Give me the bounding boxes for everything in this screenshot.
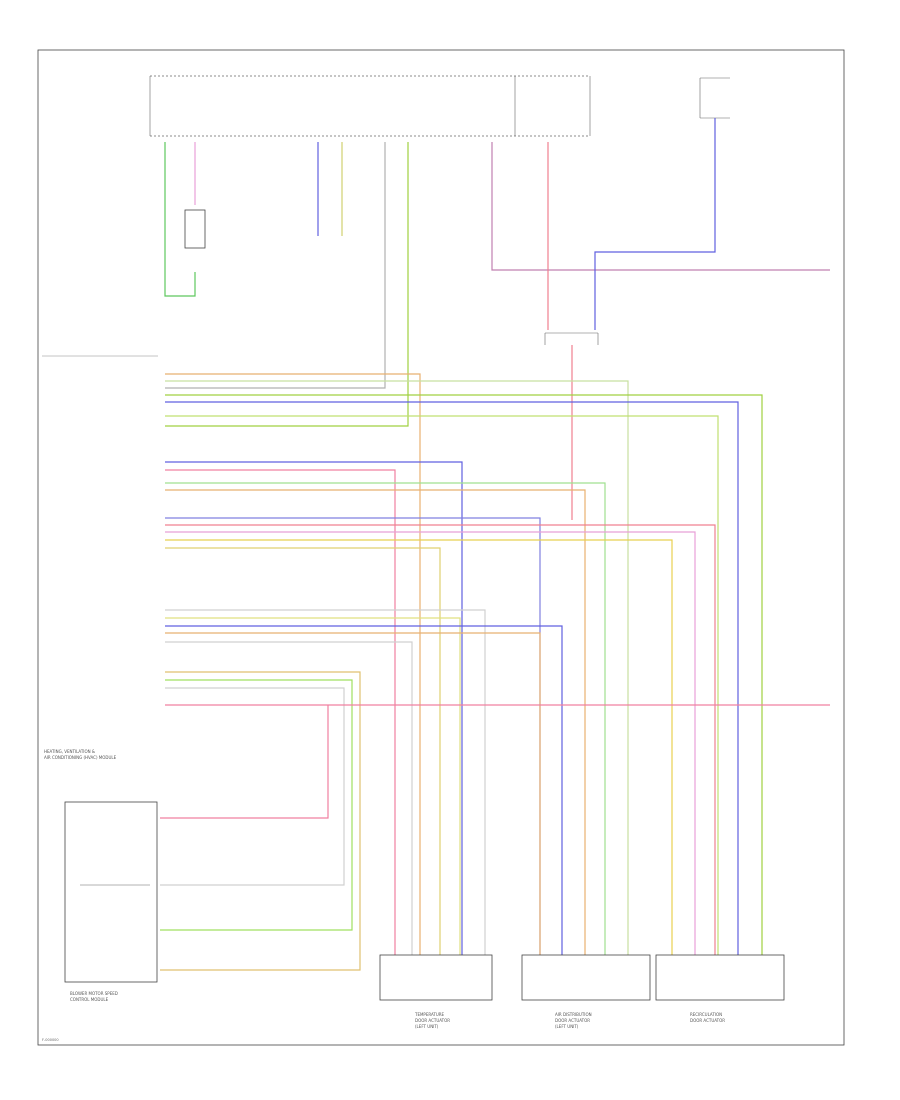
wires bbox=[160, 118, 830, 971]
hvac-module-label-line2: AIR CONDITIONING (HVAC) MODULE bbox=[44, 755, 117, 760]
air-distribution-actuator-box bbox=[521, 954, 651, 1001]
recirc-actuator-label-line1: RECIRCULATION bbox=[690, 1012, 722, 1017]
air-actuator-label-line3: (LEFT UNIT) bbox=[555, 1024, 579, 1029]
hvac-module-label-line1: HEATING, VENTILATION & bbox=[44, 749, 95, 754]
recirc-actuator-label-line2: DOOR ACTUATOR bbox=[690, 1018, 725, 1023]
temp-actuator-label-line3: (LEFT UNIT) bbox=[415, 1024, 439, 1029]
air-actuator-label-line2: DOOR ACTUATOR bbox=[555, 1018, 590, 1023]
temp-actuator-label-line2: DOOR ACTUATOR bbox=[415, 1018, 450, 1023]
blower-motor-module-box bbox=[64, 801, 158, 983]
temp-actuator-label-line1: TEMPERATURE bbox=[414, 1012, 445, 1017]
top-right-fuse bbox=[699, 77, 730, 119]
temp-door-actuator-box bbox=[379, 954, 493, 1001]
air-actuator-label-line1: AIR DISTRIBUTION bbox=[555, 1012, 592, 1017]
blower-module-label-line2: CONTROL MODULE bbox=[70, 997, 109, 1002]
blower-module-label-line1: BLOWER MOTOR SPEED bbox=[70, 991, 118, 996]
resistor-component bbox=[184, 209, 206, 249]
relay-box bbox=[544, 332, 599, 345]
footer-code: F-000000 bbox=[42, 1038, 59, 1042]
top-connector bbox=[149, 75, 591, 137]
recirc-actuator-box bbox=[655, 954, 785, 1001]
diagram-frame bbox=[37, 49, 845, 1046]
